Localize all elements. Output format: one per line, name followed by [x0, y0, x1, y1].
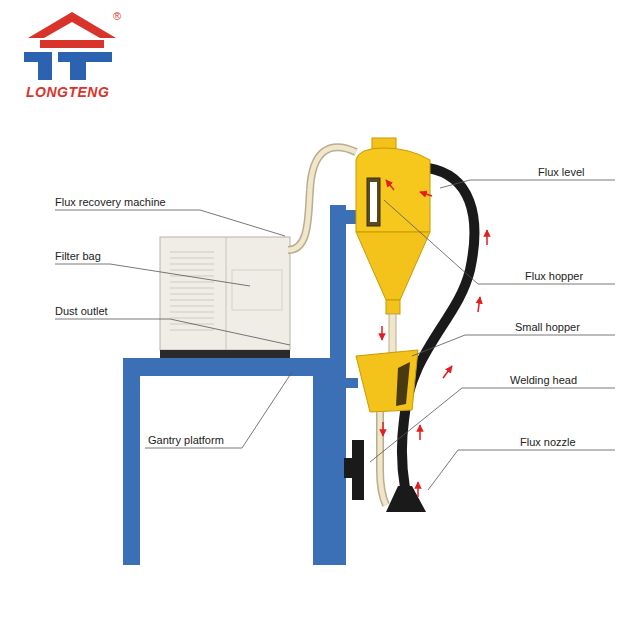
leader-lines	[55, 180, 615, 490]
part-label: Welding head	[510, 374, 577, 387]
welding-head	[344, 440, 364, 500]
gantry-frame	[123, 205, 358, 565]
part-label: Filter bag	[55, 250, 101, 263]
flux-hopper	[356, 138, 430, 314]
part-label: Small hopper	[515, 321, 580, 334]
registered-mark: ®	[113, 10, 121, 23]
flow-arrows	[382, 180, 487, 497]
small-hopper	[356, 350, 418, 412]
logo	[24, 12, 116, 80]
part-label: Flux level	[538, 166, 584, 179]
flux-nozzle	[386, 486, 426, 512]
part-label: Flux nozzle	[520, 436, 576, 449]
hose	[288, 147, 356, 250]
recovery-machine	[160, 237, 290, 358]
brand-name: LONGTENG	[26, 86, 109, 99]
part-label: Flux hopper	[525, 270, 583, 283]
part-label: Flux recovery machine	[55, 196, 166, 209]
part-label: Dust outlet	[55, 305, 108, 318]
part-label: Gantry platform	[148, 434, 224, 447]
